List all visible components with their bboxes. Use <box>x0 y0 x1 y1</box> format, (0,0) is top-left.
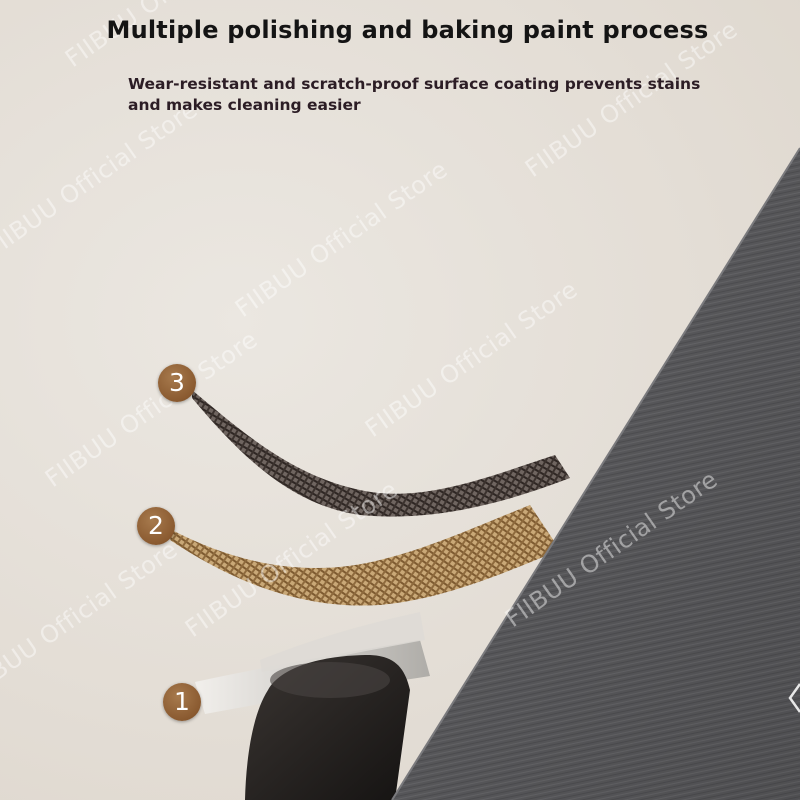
layer-2-badge: 2 <box>137 507 175 545</box>
layer-2-mesh <box>170 505 560 606</box>
layer-1-body-highlight <box>270 662 390 698</box>
layer-3-badge: 3 <box>158 364 196 402</box>
layer-1-film-upper <box>260 612 425 672</box>
panel-corner-icon <box>788 683 800 713</box>
layer-3-mesh <box>192 390 570 517</box>
page-title: Multiple polishing and baking paint proc… <box>106 16 709 44</box>
description-text: Wear-resistant and scratch-proof surface… <box>128 75 701 114</box>
layer-1-badge: 1 <box>163 683 201 721</box>
